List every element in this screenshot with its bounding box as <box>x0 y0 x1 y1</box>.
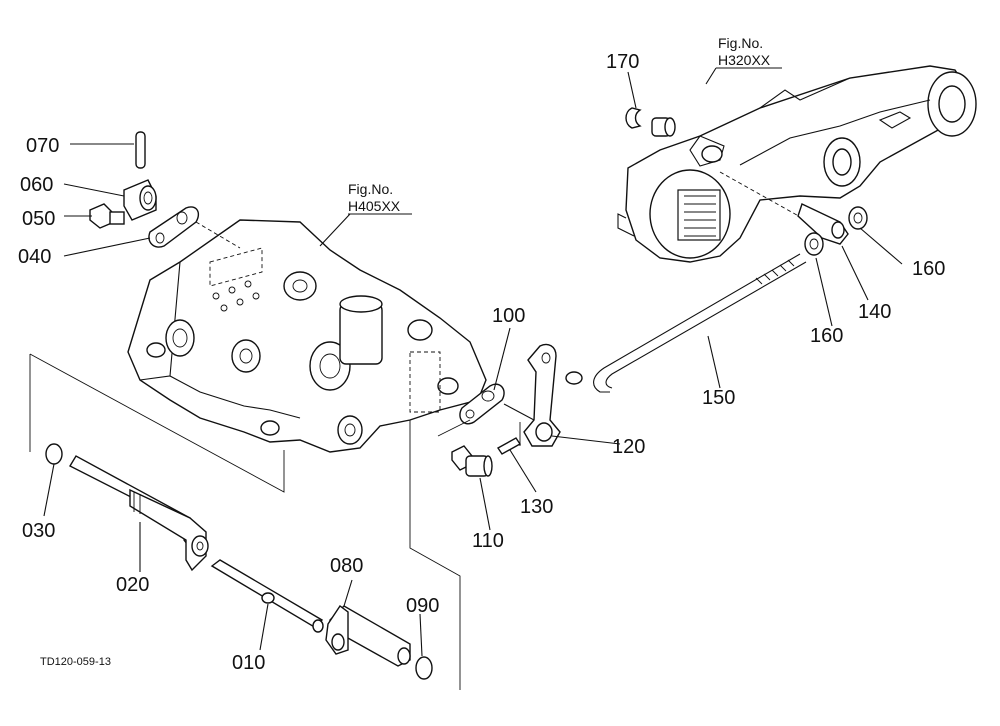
upper-fig-code: H320XX <box>718 52 771 68</box>
gasket-guide-line <box>195 221 241 249</box>
label-110: 110 <box>472 530 504 552</box>
part-060-collar <box>123 179 157 221</box>
part-160-nut-upper <box>848 206 868 230</box>
part-150-rod <box>565 253 807 393</box>
part-170-snap-ring <box>625 107 676 137</box>
label-040: 040 <box>18 246 51 268</box>
part-130-pin <box>496 437 522 455</box>
label-120: 120 <box>612 436 645 458</box>
label-020: 020 <box>116 574 149 596</box>
part-140-turnbuckle <box>797 203 849 245</box>
upper-fig-label: Fig.No. <box>718 35 763 51</box>
part-070-pin <box>135 131 146 169</box>
part-120-lever <box>503 343 561 447</box>
label-160-upper: 160 <box>912 258 945 280</box>
reference-lines <box>29 353 521 690</box>
part-labels: 070 060 050 040 030 020 010 080 090 100 … <box>18 51 945 674</box>
label-100: 100 <box>492 305 525 327</box>
part-010-spool <box>210 559 324 633</box>
label-010: 010 <box>232 652 265 674</box>
part-110-bolt <box>451 445 493 477</box>
center-fig-label: Fig.No. <box>348 181 393 197</box>
part-030-o-ring <box>45 443 63 465</box>
label-170: 170 <box>606 51 639 73</box>
part-080-sleeve <box>325 604 411 667</box>
center-fig-code: H405XX <box>348 198 401 214</box>
label-030: 030 <box>22 520 55 542</box>
part-020-shaft <box>69 455 209 572</box>
label-130: 130 <box>520 496 553 518</box>
label-160-lower: 160 <box>810 325 843 347</box>
part-040-gasket <box>148 206 200 248</box>
lift-arm-drawing <box>617 65 977 263</box>
figure-references: Fig.No. H320XX Fig.No. H405XX <box>348 35 771 214</box>
part-090-o-ring <box>415 656 433 680</box>
label-090: 090 <box>406 595 439 617</box>
drawing-code: TD120-059-13 <box>40 656 111 668</box>
part-050-bolt <box>89 203 125 229</box>
label-150: 150 <box>702 387 735 409</box>
leader-lines <box>43 67 903 657</box>
label-050: 050 <box>22 208 55 230</box>
part-160-nut-lower <box>804 232 824 256</box>
valve-body-drawing <box>127 219 487 453</box>
label-070: 070 <box>26 135 59 157</box>
label-080: 080 <box>330 555 363 577</box>
label-060: 060 <box>20 174 53 196</box>
label-140: 140 <box>858 301 891 323</box>
